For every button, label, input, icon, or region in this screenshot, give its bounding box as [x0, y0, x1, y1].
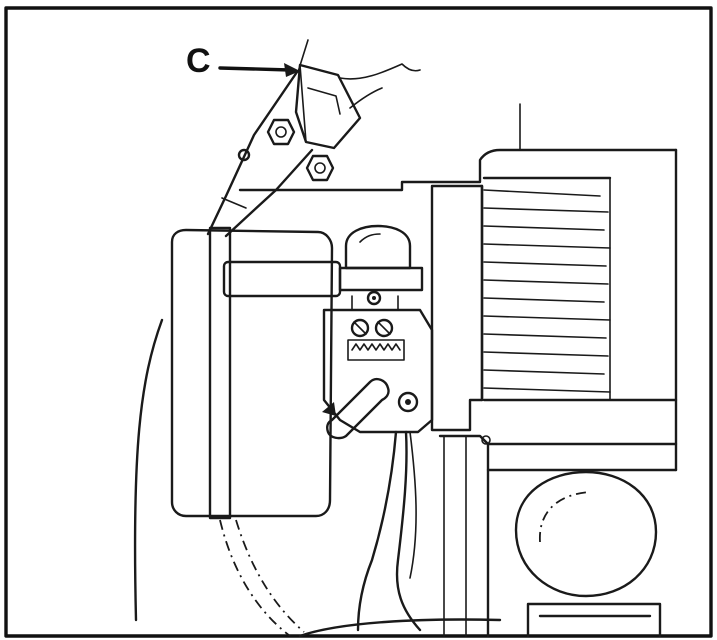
adjusting-screw	[374, 318, 394, 338]
air-filter-housing	[170, 226, 342, 520]
fuel-lines	[356, 430, 422, 632]
choke-lever	[322, 377, 390, 440]
engine-housing	[238, 148, 678, 192]
diagram-frame	[4, 6, 713, 638]
deck-edge	[298, 618, 502, 638]
cylinder-fins	[430, 148, 678, 472]
small-bolt	[237, 148, 251, 162]
flywheel-outline	[133, 318, 164, 622]
primer-bulb	[338, 224, 424, 292]
recoil-housing	[514, 470, 658, 598]
choke-shaft-nut	[397, 391, 419, 413]
crankcase	[438, 434, 678, 638]
hex-bolt	[266, 118, 296, 146]
callout-label: C	[186, 42, 211, 80]
hex-bolt	[305, 154, 335, 182]
base-bracket	[526, 602, 662, 638]
callout-arrow	[218, 63, 300, 77]
throttle-lever	[206, 39, 421, 238]
adjusting-screw	[350, 318, 370, 338]
